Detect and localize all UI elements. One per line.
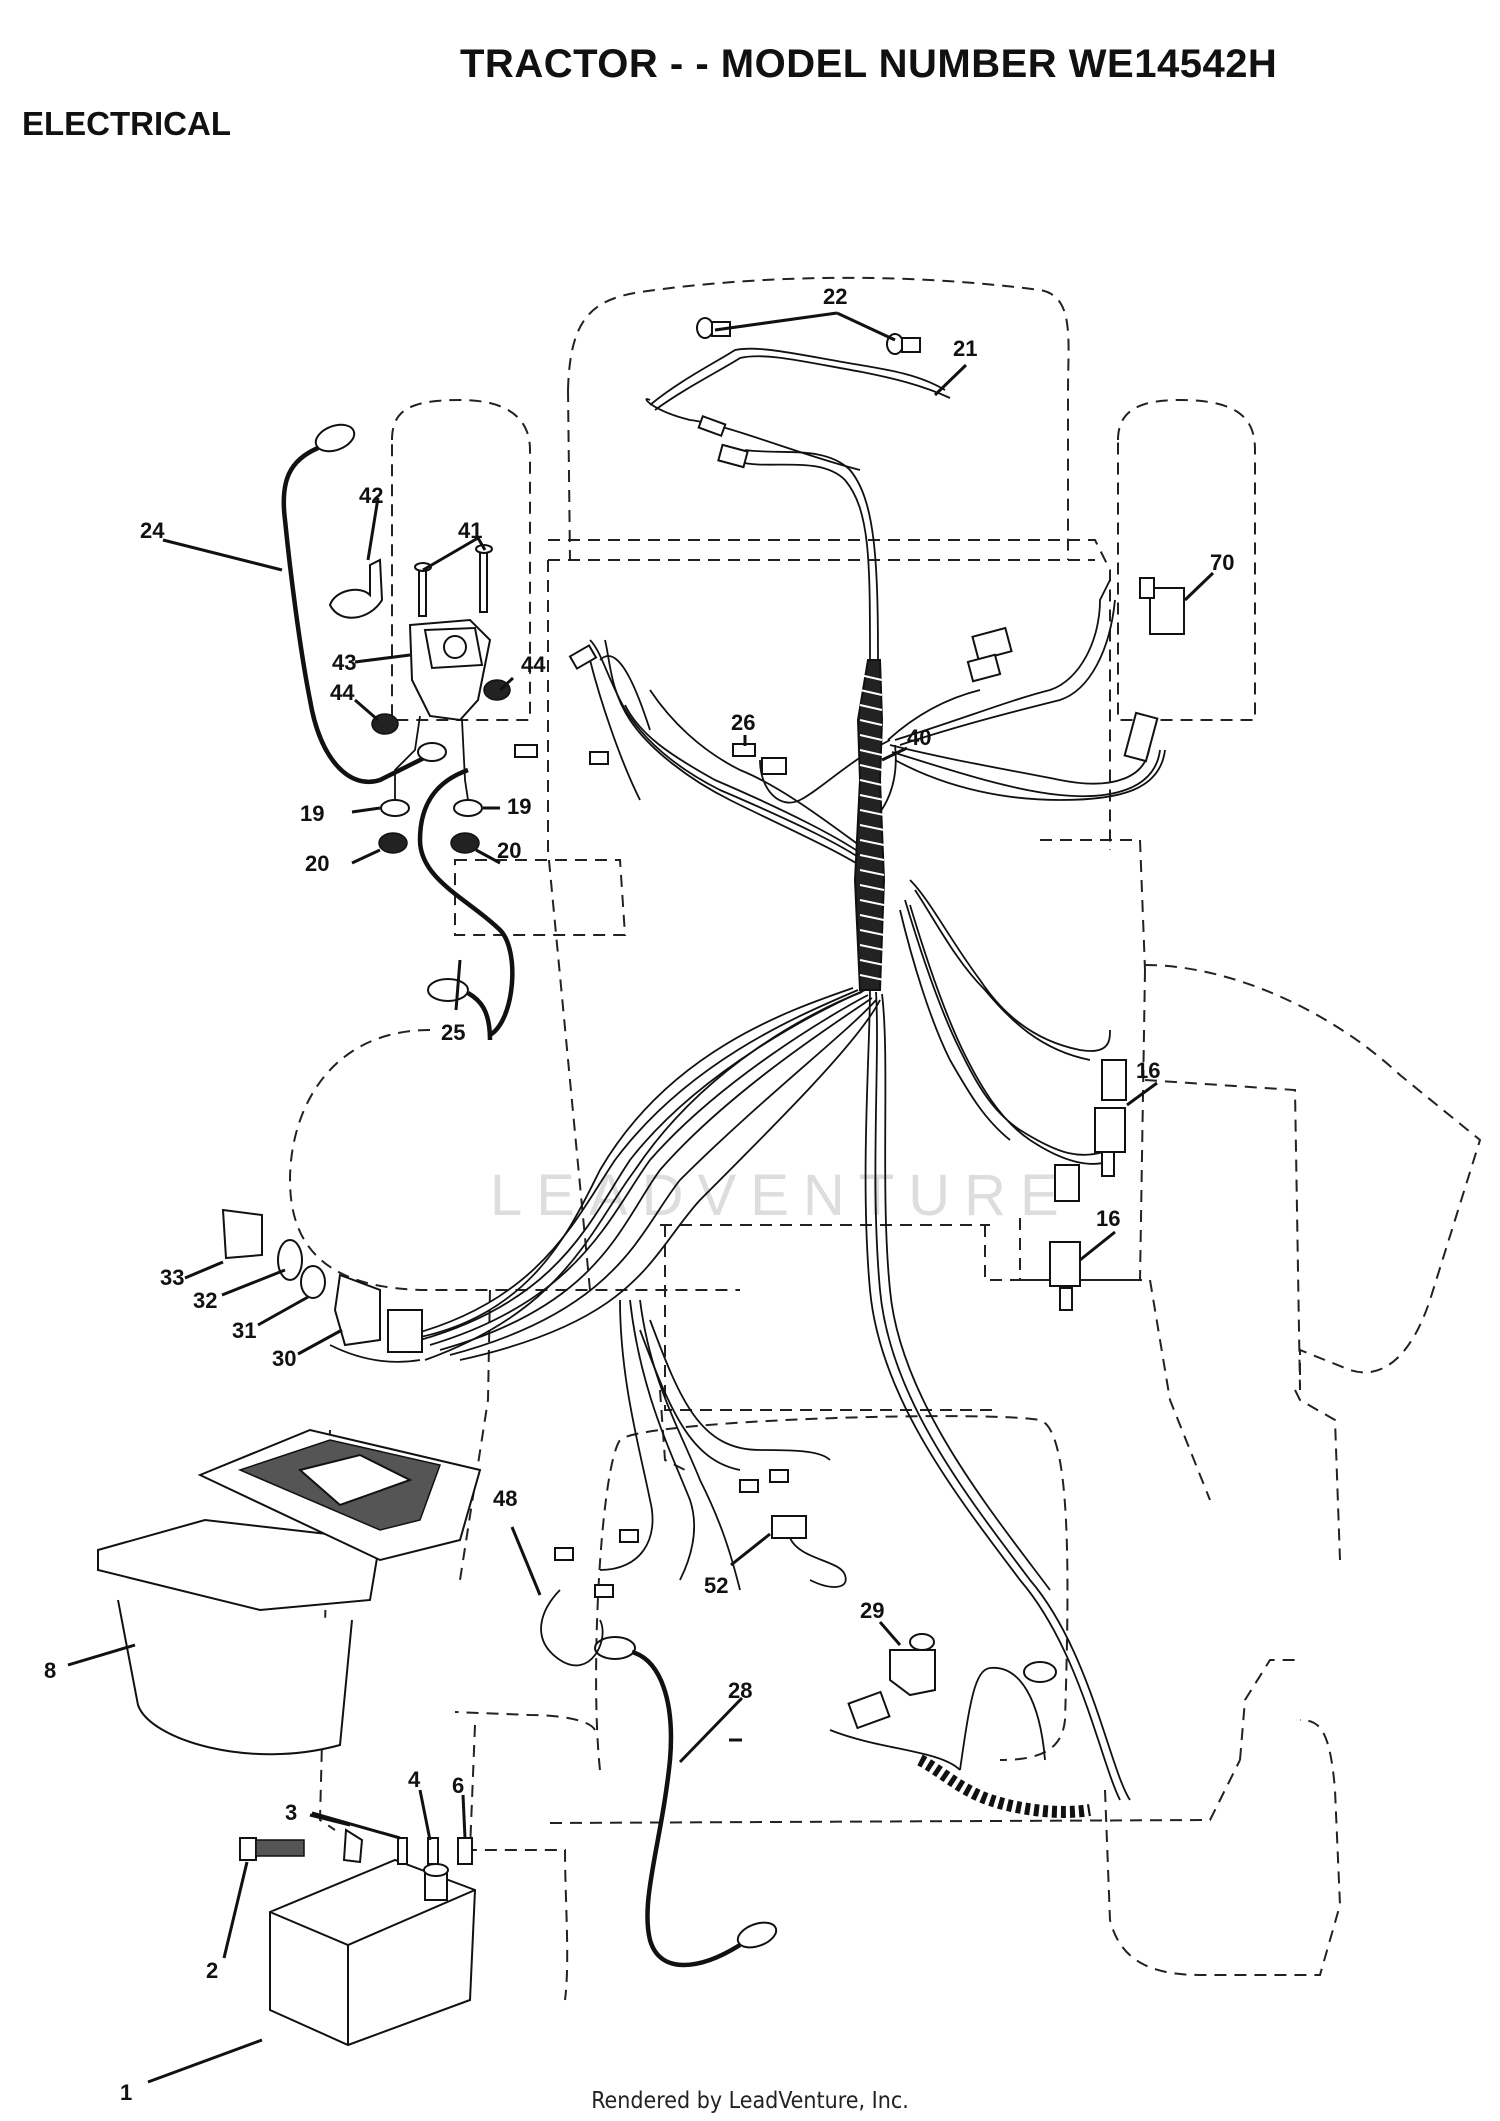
callout-42: 42	[359, 483, 383, 508]
harness-loom	[853, 659, 886, 991]
callout-22: 22	[823, 284, 847, 309]
callout-21: 21	[953, 336, 977, 361]
callout-25: 25	[441, 1020, 465, 1045]
leader-lines	[67, 311, 1215, 2084]
callout-40: 40	[907, 725, 931, 750]
callout-2: 2	[206, 1958, 218, 1983]
battery-cables	[281, 423, 778, 1968]
seat-switch	[829, 1633, 1091, 1818]
tractor-outline	[288, 276, 1482, 2001]
callout-6: 6	[452, 1773, 464, 1798]
callout-3: 3	[285, 1800, 297, 1825]
battery	[239, 1828, 477, 2047]
callout-44a: 44	[521, 652, 546, 677]
callout-26: 26	[731, 710, 755, 735]
callout-32: 32	[193, 1288, 217, 1313]
callout-30: 30	[272, 1346, 296, 1371]
callout-24: 24	[140, 518, 165, 543]
callout-44b: 44	[330, 680, 355, 705]
footer-rendered-by: Rendered by LeadVenture, Inc.	[591, 2088, 909, 2114]
callout-48: 48	[493, 1486, 517, 1511]
battery-tray	[97, 1428, 482, 1756]
callout-20b: 20	[497, 838, 521, 863]
callout-16b: 16	[1096, 1206, 1120, 1231]
ignition-switch	[221, 1208, 423, 1363]
callout-31: 31	[232, 1318, 256, 1343]
callout-19b: 19	[507, 794, 531, 819]
mid-connectors	[514, 644, 787, 775]
callout-52: 52	[704, 1573, 728, 1598]
page-title: TRACTOR - - MODEL NUMBER WE14542H	[460, 42, 1278, 86]
callout-19a: 19	[300, 801, 324, 826]
section-title: ELECTRICAL	[22, 105, 231, 142]
callout-28: 28	[728, 1678, 752, 1703]
right-connectors	[966, 577, 1185, 1311]
wiring-harness	[404, 449, 1166, 1801]
callout-33: 33	[160, 1265, 184, 1290]
callout-43: 43	[332, 650, 356, 675]
callout-8: 8	[44, 1658, 56, 1683]
callouts: 1 2 3 4 6 8 16 16 19 19 20 20 21 22 24 2…	[44, 284, 1234, 2105]
headlight-harness	[645, 317, 951, 471]
watermark-text: LEADVENTURE	[490, 1163, 1073, 1228]
pto-switch	[540, 1469, 847, 1667]
callout-41: 41	[458, 518, 482, 543]
callout-29: 29	[860, 1598, 884, 1623]
callout-20a: 20	[305, 851, 329, 876]
solenoid-assembly	[328, 544, 511, 854]
callout-1: 1	[120, 2080, 132, 2105]
callout-70: 70	[1210, 550, 1234, 575]
callout-16a: 16	[1136, 1058, 1160, 1083]
callout-4: 4	[408, 1767, 421, 1792]
